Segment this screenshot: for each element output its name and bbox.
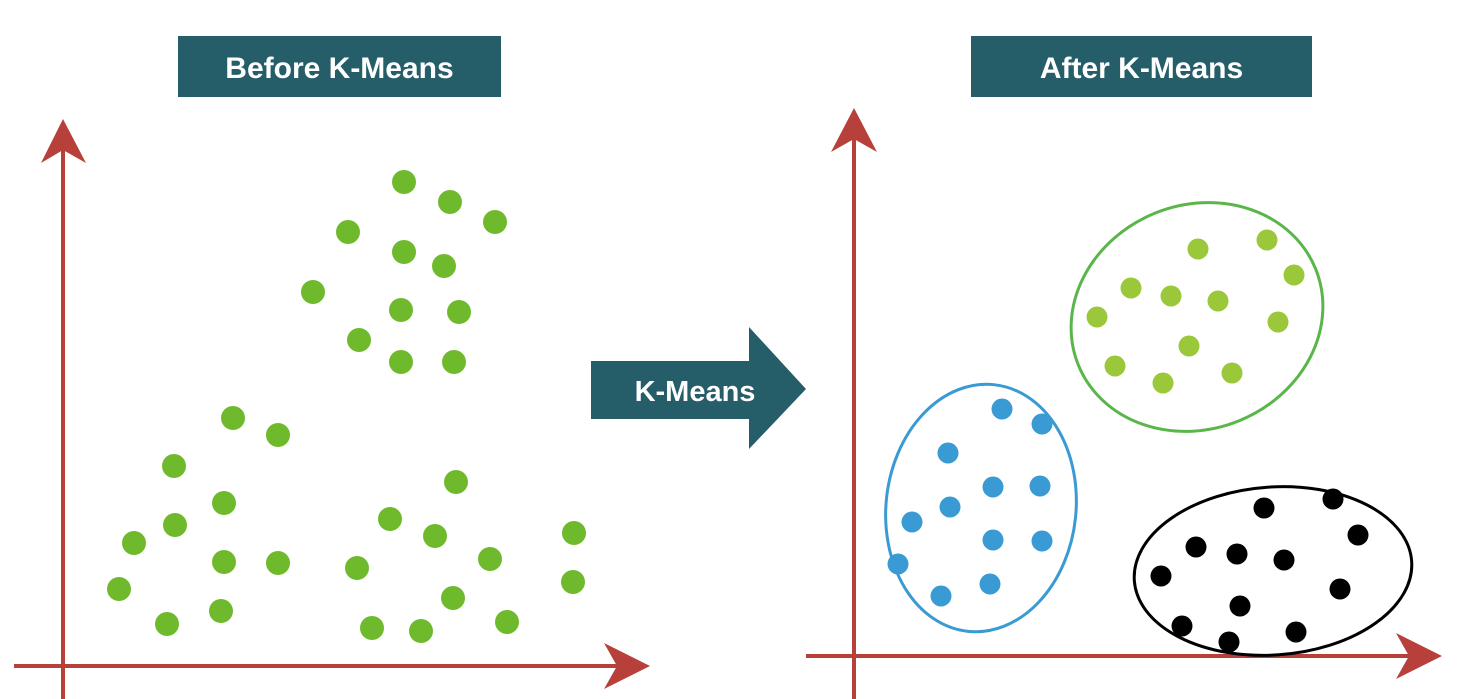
black-cluster-point-10 — [1171, 615, 1193, 637]
black-cluster-point-11 — [1218, 631, 1240, 653]
lime-cluster-ellipse — [1069, 201, 1325, 433]
lime-cluster-point-4 — [1120, 277, 1142, 299]
k-means-arrow-shape — [591, 327, 806, 449]
after-y-axis-arrowhead — [831, 108, 877, 152]
before-point-6 — [432, 254, 456, 278]
black-cluster-point-12 — [1285, 621, 1307, 643]
black-cluster-point-6 — [1273, 549, 1295, 571]
blue-cluster-point-6 — [939, 496, 961, 518]
before-point-25 — [378, 507, 402, 531]
before-point-2 — [438, 190, 462, 214]
black-cluster-point-1 — [1253, 497, 1275, 519]
before-point-30 — [561, 570, 585, 594]
before-point-12 — [442, 350, 466, 374]
before-title-banner — [178, 36, 501, 97]
blue-cluster-point-2 — [1031, 413, 1053, 435]
before-y-axis-arrowhead — [41, 119, 86, 163]
before-x-axis-arrowhead — [604, 643, 650, 689]
before-point-20 — [266, 551, 290, 575]
before-point-7 — [301, 280, 325, 304]
blue-cluster-point-12 — [930, 585, 952, 607]
before-point-13 — [221, 406, 245, 430]
before-axes — [14, 119, 650, 699]
before-point-8 — [389, 298, 413, 322]
lime-cluster-point-6 — [1207, 290, 1229, 312]
before-point-15 — [162, 454, 186, 478]
after-panel: After K-Means — [806, 36, 1442, 699]
blue-cluster-point-4 — [982, 476, 1004, 498]
lime-cluster-point-3 — [1283, 264, 1305, 286]
black-cluster-point-8 — [1329, 578, 1351, 600]
blue-cluster-point-3 — [937, 442, 959, 464]
before-point-21 — [107, 577, 131, 601]
after-axes — [806, 108, 1442, 699]
lime-cluster-point-10 — [1104, 355, 1126, 377]
before-point-27 — [562, 521, 586, 545]
before-title: Before K-Means — [225, 52, 453, 85]
after-title: After K-Means — [1040, 52, 1243, 85]
blue-cluster-point-1 — [991, 398, 1013, 420]
before-point-10 — [347, 328, 371, 352]
before-point-32 — [360, 616, 384, 640]
lime-cluster-point-1 — [1187, 238, 1209, 260]
before-point-18 — [122, 531, 146, 555]
lime-cluster-point-2 — [1256, 229, 1278, 251]
before-point-22 — [155, 612, 179, 636]
before-point-29 — [345, 556, 369, 580]
before-point-17 — [163, 513, 187, 537]
before-point-3 — [483, 210, 507, 234]
before-point-19 — [212, 550, 236, 574]
after-points — [887, 229, 1369, 653]
lime-cluster-point-5 — [1160, 285, 1182, 307]
before-points — [107, 170, 586, 643]
lime-cluster-point-7 — [1086, 306, 1108, 328]
blue-cluster-point-11 — [979, 573, 1001, 595]
blue-cluster-point-5 — [1029, 475, 1051, 497]
before-point-33 — [409, 619, 433, 643]
before-panel: Before K-Means — [14, 36, 650, 699]
lime-cluster-point-11 — [1152, 372, 1174, 394]
before-point-24 — [444, 470, 468, 494]
blue-cluster-point-8 — [982, 529, 1004, 551]
before-point-1 — [392, 170, 416, 194]
black-cluster-point-2 — [1322, 488, 1344, 510]
black-cluster-point-7 — [1150, 565, 1172, 587]
black-cluster-point-3 — [1347, 524, 1369, 546]
before-point-26 — [423, 524, 447, 548]
after-title-banner — [971, 36, 1312, 97]
black-cluster-ellipse — [1132, 485, 1414, 657]
blue-cluster-point-7 — [901, 511, 923, 533]
blue-cluster-point-9 — [1031, 530, 1053, 552]
k-means-arrow-label: K-Means — [635, 376, 756, 408]
black-cluster-point-4 — [1185, 536, 1207, 558]
before-point-28 — [478, 547, 502, 571]
before-point-11 — [389, 350, 413, 374]
k-means-arrow: K-Means — [591, 327, 806, 449]
blue-cluster-ellipse — [884, 382, 1078, 634]
lime-cluster-point-8 — [1267, 311, 1289, 333]
before-point-31 — [441, 586, 465, 610]
before-point-5 — [392, 240, 416, 264]
before-point-14 — [266, 423, 290, 447]
before-point-9 — [447, 300, 471, 324]
blue-cluster-point-10 — [887, 553, 909, 575]
black-cluster-point-9 — [1229, 595, 1251, 617]
after-x-axis-arrowhead — [1396, 633, 1442, 679]
lime-cluster-point-12 — [1221, 362, 1243, 384]
before-point-4 — [336, 220, 360, 244]
black-cluster-point-5 — [1226, 543, 1248, 565]
before-point-16 — [212, 491, 236, 515]
before-point-34 — [495, 610, 519, 634]
lime-cluster-point-9 — [1178, 335, 1200, 357]
before-point-23 — [209, 599, 233, 623]
